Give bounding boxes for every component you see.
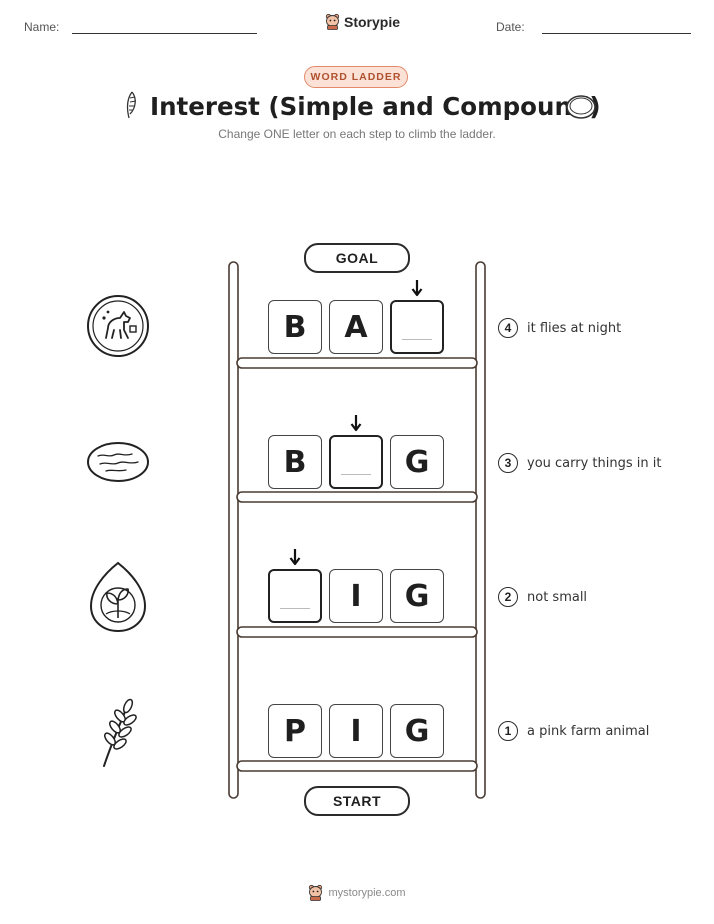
name-label: Name: [24, 20, 60, 34]
clue-item: 3 you carry things in it [498, 453, 661, 473]
word-ladder-badge: WORD LADDER [304, 66, 408, 88]
goal-label: GOAL [304, 243, 410, 273]
clue-text: it flies at night [527, 320, 622, 336]
step-number: 1 [498, 721, 518, 741]
letter-tile: G [390, 569, 444, 623]
brand-name: Storypie [344, 13, 401, 30]
arrow-down-icon [289, 549, 301, 566]
clue-text: not small [527, 589, 588, 605]
start-label: START [304, 786, 410, 816]
date-label: Date: [496, 20, 525, 34]
letter-tile: B [268, 300, 322, 354]
clue-text: you carry things in it [527, 455, 662, 471]
step-number: 2 [498, 587, 518, 607]
storypie-mascot-icon [325, 13, 340, 30]
flat-stone-icon [87, 442, 149, 482]
date-line[interactable] [542, 33, 691, 34]
step-number: 3 [498, 453, 518, 473]
clue-text: a pink farm animal [527, 723, 650, 739]
page-title: Interest (Simple and Compound) [150, 92, 601, 121]
letter-tile: G [390, 704, 444, 758]
brand-logo: Storypie [325, 13, 400, 30]
blank-letter-input[interactable] [329, 435, 383, 489]
clue-item: 1 a pink farm animal [498, 721, 649, 741]
wheat-icon [103, 698, 137, 767]
coin-icon [566, 95, 596, 119]
letter-tile: G [390, 435, 444, 489]
seed-sprout-icon [89, 561, 147, 633]
arrow-down-icon [350, 415, 362, 432]
footer-url: mystorypie.com [328, 886, 406, 899]
letter-tile: I [329, 704, 383, 758]
blank-letter-input[interactable] [390, 300, 444, 354]
instructions: Change ONE letter on each step to climb … [218, 127, 496, 141]
feather-icon [126, 91, 137, 119]
step-number: 4 [498, 318, 518, 338]
clue-item: 2 not small [498, 587, 587, 607]
clue-item: 4 it flies at night [498, 318, 621, 338]
coin-horse-icon [87, 295, 149, 357]
letter-tile: I [329, 569, 383, 623]
letter-tile: P [268, 704, 322, 758]
footer: mystorypie.com [0, 884, 714, 901]
arrow-down-icon [411, 280, 423, 297]
letter-tile: B [268, 435, 322, 489]
blank-letter-input[interactable] [268, 569, 322, 623]
name-line[interactable] [72, 33, 257, 34]
storypie-mascot-icon [309, 884, 323, 901]
letter-tile: A [329, 300, 383, 354]
